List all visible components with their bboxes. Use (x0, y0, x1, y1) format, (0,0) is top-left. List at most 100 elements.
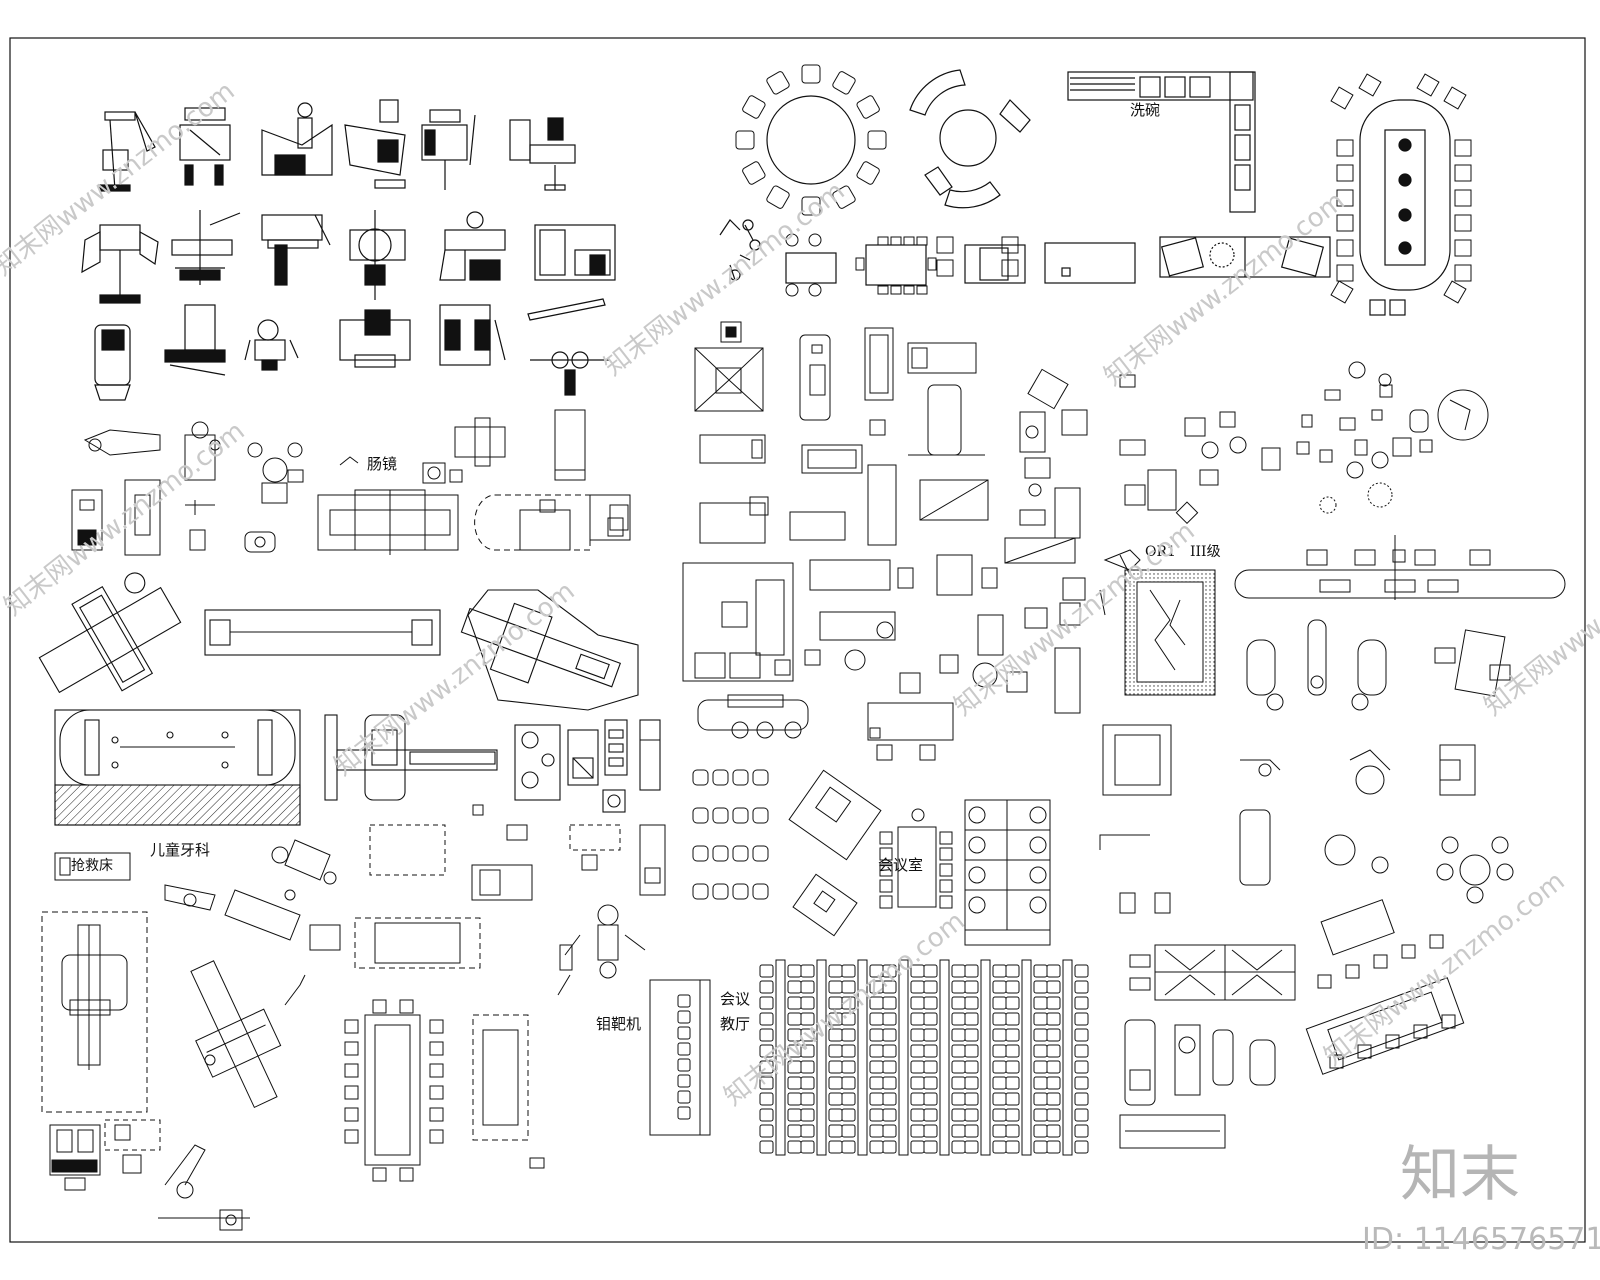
dental-chair-icon (557, 904, 646, 996)
chair-icon (1441, 1014, 1456, 1029)
chair-icon (939, 847, 953, 861)
plant-icon (1209, 242, 1235, 268)
chair-icon (429, 1041, 444, 1056)
chair-icon (1046, 1028, 1061, 1042)
chair-icon (677, 1026, 691, 1040)
desk-row (939, 959, 950, 1156)
chair-icon (923, 1108, 938, 1122)
chair-icon (1074, 1012, 1089, 1026)
chair-icon (1029, 836, 1047, 854)
medical-items-group (71, 409, 631, 556)
chair-icon (882, 1140, 897, 1154)
chair-icon (879, 895, 893, 909)
chair-icon (882, 1060, 897, 1074)
chair-icon (787, 1124, 802, 1138)
plant-icon (1319, 482, 1393, 514)
chair-icon (951, 1092, 966, 1106)
chair-icon (1046, 1124, 1061, 1138)
chair-icon (759, 1012, 774, 1026)
chair-icon (879, 863, 893, 877)
chair-icon (429, 1129, 444, 1144)
chair-icon (372, 1167, 387, 1182)
chair-icon (841, 1140, 856, 1154)
chair-icon (800, 1076, 815, 1090)
chair-icon (1046, 1108, 1061, 1122)
brand-watermark: 知末 (1400, 1140, 1520, 1210)
chair-icon (344, 1107, 359, 1122)
chair-icon (910, 1076, 925, 1090)
chair-icon (1385, 1034, 1400, 1049)
gym-equipment-icon (349, 210, 406, 300)
chair-icon (882, 1108, 897, 1122)
chair-icon (759, 1044, 774, 1058)
chair-icon (1454, 264, 1472, 282)
sofa-icon (864, 327, 894, 401)
chair-icon (903, 285, 915, 295)
chair-icon (951, 1028, 966, 1042)
pediatric-dental-label: 儿童牙科 (150, 841, 211, 859)
hospital-bed-icon (907, 342, 977, 374)
chair-icon (923, 1044, 938, 1058)
chair-icon (1005, 1044, 1020, 1058)
level3-bar (1234, 535, 1566, 600)
chair-icon (800, 1124, 815, 1138)
chair-icon (742, 95, 766, 119)
chair-icon (869, 1092, 884, 1106)
chair-icon (800, 1092, 815, 1106)
chair-icon (1033, 1076, 1048, 1090)
chair-icon (992, 1012, 1007, 1026)
ct-machine-label: 钼靶机 (596, 1015, 642, 1033)
chair-icon (951, 1124, 966, 1138)
chair-icon (1046, 1012, 1061, 1026)
chair-icon (923, 1012, 938, 1026)
gym-equipment-icon (81, 224, 159, 304)
chair-icon (1046, 996, 1061, 1010)
chair-icon (882, 1044, 897, 1058)
chair-icon (841, 1124, 856, 1138)
chair-icon (1074, 980, 1089, 994)
chair-icon (759, 1092, 774, 1106)
chair-icon (910, 1044, 925, 1058)
chair-icon (1033, 1092, 1048, 1106)
gym-equipment-icon (261, 102, 333, 176)
chair-icon (992, 1140, 1007, 1154)
chair-icon (800, 1044, 815, 1058)
chair-icon (828, 964, 843, 978)
chair-icon (1033, 1108, 1048, 1122)
chair-icon (964, 1140, 979, 1154)
chair-icon (910, 1124, 925, 1138)
chair-icon (828, 1124, 843, 1138)
chair-icon (752, 883, 769, 900)
chair-icon (923, 996, 938, 1010)
chair-icon (800, 1140, 815, 1154)
chair-icon (742, 161, 766, 185)
enteroscopy-label: 肠镜 (367, 455, 398, 473)
gym-equipment-icon (527, 298, 610, 396)
kitchen-counter (1067, 71, 1256, 213)
round-table-icon (766, 95, 856, 185)
chair-icon (828, 1044, 843, 1058)
gym-equipment-icon (534, 224, 616, 281)
chair-icon (808, 233, 822, 247)
chair-icon (759, 1140, 774, 1154)
gym-equipment-icon (439, 211, 506, 281)
chair-icon (1005, 1060, 1020, 1074)
chair-icon (1046, 1092, 1061, 1106)
chair-icon (732, 883, 749, 900)
conference-table-icon (1359, 99, 1451, 291)
chair-icon (910, 1028, 925, 1042)
chair-icon (923, 1076, 938, 1090)
chair-icon (939, 895, 953, 909)
chair-icon (968, 806, 986, 824)
gym-equipment-icon (179, 107, 231, 186)
chair-icon (1074, 1140, 1089, 1154)
dental-chair-icon (184, 421, 221, 481)
chair-icon (1416, 73, 1440, 97)
chair-icon (692, 807, 709, 824)
chair-icon (752, 807, 769, 824)
chair-icon (964, 996, 979, 1010)
chair-icon (800, 1108, 815, 1122)
chair-icon (766, 185, 790, 209)
chair-icon (992, 964, 1007, 978)
